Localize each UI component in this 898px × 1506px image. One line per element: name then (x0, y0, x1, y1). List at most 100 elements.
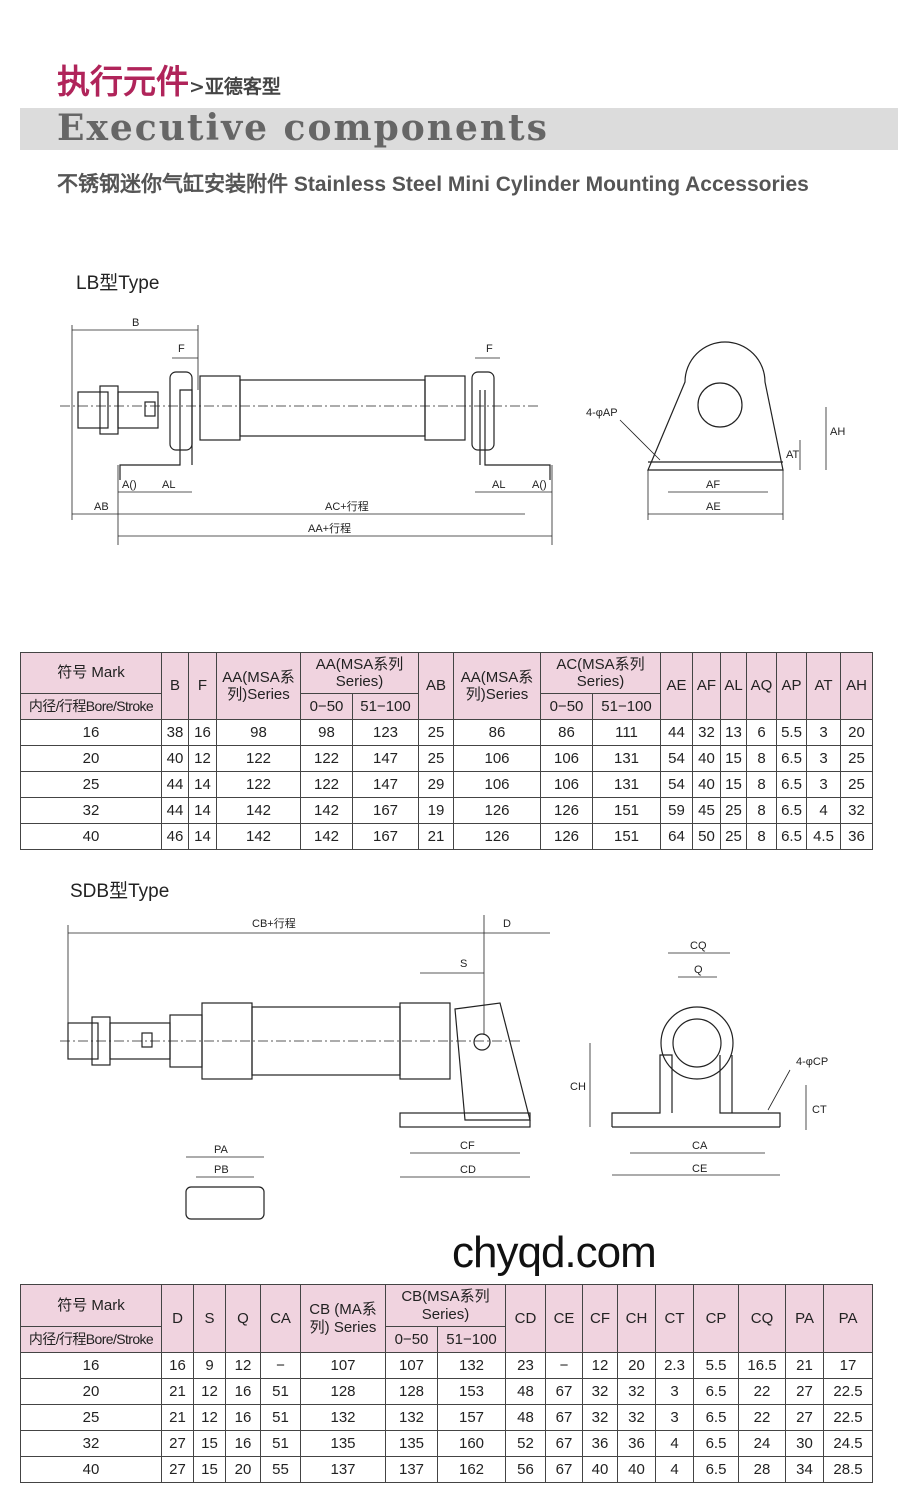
th-cd: CD (505, 1284, 547, 1353)
th-mark: 符号 Mark (20, 1284, 162, 1327)
dim-b: B (132, 317, 139, 329)
table-cell: 67 (545, 1430, 584, 1457)
table-cell: 25 (418, 719, 454, 746)
table-cell: 132 (300, 1404, 386, 1431)
table-cell: 40 (692, 745, 722, 772)
th-aa-msa: AA(MSA系列)Series (216, 652, 301, 720)
dim-cp: 4-φCP (796, 1056, 828, 1068)
table-cell: 32 (20, 1430, 162, 1457)
dim-cf: CF (460, 1140, 475, 1152)
table-cell: 98 (300, 719, 353, 746)
dim-a-left: A() (122, 479, 137, 491)
table-cell: 128 (385, 1378, 438, 1405)
table-cell: 4 (806, 797, 842, 824)
table-cell: 29 (418, 771, 454, 798)
table-cell: 40 (582, 1456, 619, 1483)
table-cell: 3 (806, 719, 842, 746)
table-cell: 38 (161, 719, 189, 746)
title-band (20, 108, 898, 150)
dim-q: Q (694, 964, 703, 976)
th-aa-series: AA(MSA系列Series) (300, 652, 419, 694)
table-cell: 32 (582, 1404, 619, 1431)
table-cell: 25 (418, 745, 454, 772)
table-cell: 67 (545, 1378, 584, 1405)
table-cell: 45 (692, 797, 722, 824)
table-cell: 32 (20, 797, 162, 824)
table-cell: 8 (746, 823, 778, 850)
table-cell: 16 (225, 1378, 261, 1405)
lb-drawing: B F F A() A() AL AL AB AC+行程 AA+行程 4-φAP… (60, 317, 845, 545)
dim-al-left: AL (162, 479, 175, 491)
table-cell: 106 (540, 771, 593, 798)
table-cell: 16 (225, 1430, 261, 1457)
dim-ac: AC+行程 (325, 500, 369, 513)
th-ch: CH (617, 1284, 657, 1353)
table-cell: 24 (738, 1430, 787, 1457)
dim-aa: AA+行程 (308, 522, 351, 535)
table-cell: 15 (720, 771, 748, 798)
dim-ch: CH (570, 1081, 586, 1093)
th-ca: CA (260, 1284, 301, 1353)
dim-ae: AE (706, 501, 721, 513)
table-cell: 28.5 (823, 1456, 874, 1483)
dim-pb: PB (214, 1164, 229, 1176)
table-cell: 67 (545, 1404, 584, 1431)
table-cell: 128 (300, 1378, 386, 1405)
table-cell: 160 (436, 1430, 507, 1457)
dim-cb: CB+行程 (252, 917, 296, 930)
watermark: chyqd.com (452, 1228, 657, 1277)
table-cell: 19 (418, 797, 454, 824)
th-ac-series: AC(MSA系列Series) (539, 652, 662, 694)
table-cell: 8 (746, 797, 778, 824)
th-s: S (193, 1284, 226, 1353)
table-cell: 6 (746, 719, 778, 746)
table-cell: 123 (352, 719, 419, 746)
table-cell: 86 (453, 719, 541, 746)
table-cell: 142 (216, 823, 301, 850)
table-cell: 15 (193, 1456, 226, 1483)
table-cell: 23 (505, 1352, 547, 1379)
th-cb-msa: CB(MSA系列Series) (384, 1284, 507, 1327)
table-cell: 32 (692, 719, 722, 746)
table-cell: 122 (216, 771, 301, 798)
table-cell: 36 (582, 1430, 619, 1457)
dim-cd: CD (460, 1164, 476, 1176)
table-cell: 20 (20, 745, 162, 772)
table-cell: 28 (738, 1456, 787, 1483)
th-ce: CE (545, 1284, 584, 1353)
table-cell: 12 (193, 1404, 226, 1431)
table-cell: 12 (582, 1352, 619, 1379)
table-cell: 132 (436, 1352, 507, 1379)
table-cell: 6.5 (776, 771, 808, 798)
dim-f-left: F (178, 343, 185, 355)
table-cell: 12 (225, 1352, 261, 1379)
table-cell: 16 (20, 1352, 162, 1379)
table-cell: 147 (352, 745, 419, 772)
table-cell: 137 (385, 1456, 438, 1483)
table-cell: 32 (617, 1404, 657, 1431)
table-cell: 30 (785, 1430, 825, 1457)
table-cell: 22 (738, 1378, 787, 1405)
table-cell: 44 (660, 719, 694, 746)
table-cell: 27 (785, 1378, 825, 1405)
table-cell: 13 (720, 719, 748, 746)
table-cell: 5.5 (776, 719, 808, 746)
table-cell: 55 (260, 1456, 301, 1483)
th-al: AL (720, 652, 748, 720)
table-cell: 15 (193, 1430, 226, 1457)
table-cell: 126 (453, 797, 541, 824)
sdb-drawing: CB+行程 D S CF CD PA PB CQ Q 4-φCP CT CH C… (60, 915, 828, 1220)
table-cell: 6.5 (693, 1404, 740, 1431)
table-cell: 14 (188, 823, 217, 850)
table-cell: 44 (161, 771, 189, 798)
dim-d: D (503, 918, 511, 930)
table-cell: 40 (20, 1456, 162, 1483)
table-cell: 25 (840, 745, 874, 772)
table-cell: 32 (582, 1378, 619, 1405)
table-cell: 106 (453, 771, 541, 798)
table-cell: 132 (385, 1404, 438, 1431)
